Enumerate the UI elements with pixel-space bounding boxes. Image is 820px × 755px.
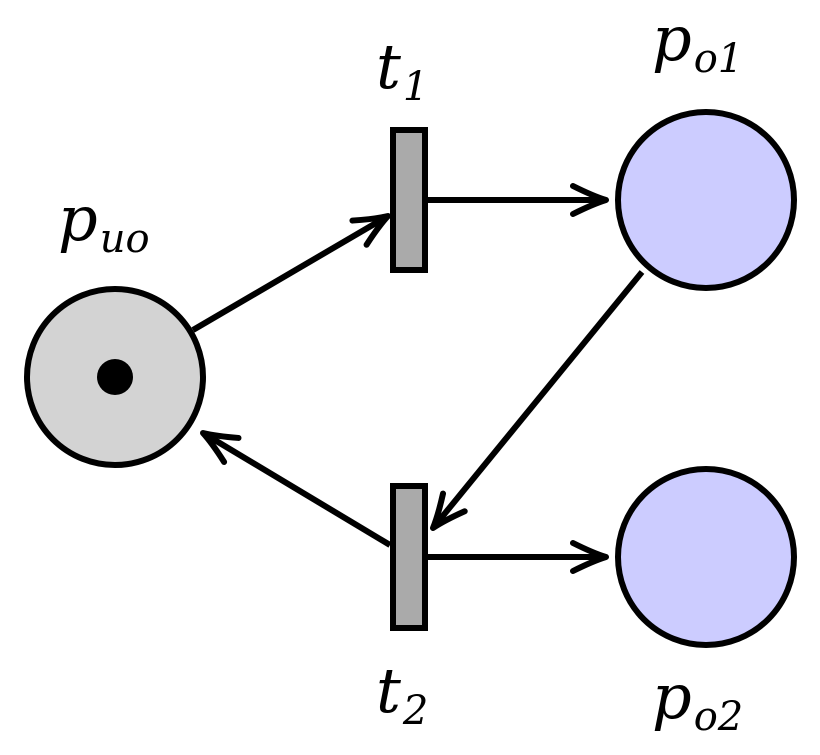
label-p-uo: puo <box>58 182 150 262</box>
place-p-o2 <box>615 466 797 648</box>
arc-po1-to-t2 <box>430 270 645 531</box>
label-t2: t2 <box>376 654 428 734</box>
transition-t2 <box>390 483 428 631</box>
arc-puo-to-t1 <box>191 213 391 333</box>
label-p-o2: po2 <box>652 660 743 740</box>
label-t1: t1 <box>376 30 428 110</box>
place-p-uo <box>24 286 206 468</box>
arc-t2-to-puo <box>200 430 392 548</box>
place-p-o1 <box>615 109 797 291</box>
arcs <box>191 183 645 574</box>
label-p-o1: po1 <box>652 2 743 82</box>
transition-t1 <box>390 127 428 273</box>
token <box>97 359 133 395</box>
